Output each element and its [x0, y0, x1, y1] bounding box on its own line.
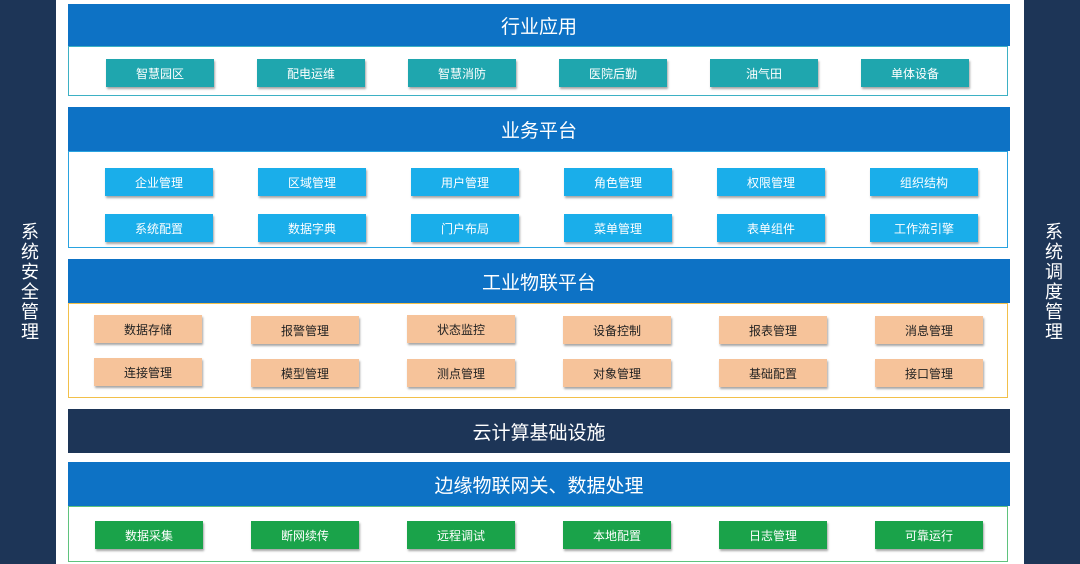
- edge-title: 边缘物联网关、数据处理: [434, 474, 644, 497]
- iot-item: 测点管理: [407, 359, 515, 387]
- security-management-label: 系统安全管理: [18, 222, 39, 342]
- iot-item: 接口管理: [875, 359, 983, 387]
- iot-title: 工业物联平台: [481, 271, 596, 294]
- industry-item: 配电运维: [257, 59, 365, 87]
- iot-panel: 数据存储 报警管理 状态监控 设备控制 报表管理 消息管理 连接管理 模型管理 …: [68, 303, 1008, 398]
- industry-item: 油气田: [710, 59, 818, 87]
- iot-item: 设备控制: [563, 316, 671, 344]
- business-item: 用户管理: [411, 168, 519, 196]
- iot-item: 连接管理: [94, 358, 202, 386]
- industry-panel: 智慧园区 配电运维 智慧消防 医院后勤 油气田 单体设备: [68, 46, 1008, 96]
- iot-item: 基础配置: [719, 359, 827, 387]
- edge-item: 数据采集: [95, 521, 203, 549]
- business-item: 门户布局: [411, 214, 519, 242]
- industry-header: 行业应用: [68, 4, 1010, 46]
- edge-item: 可靠运行: [875, 521, 983, 549]
- business-item: 区域管理: [258, 168, 366, 196]
- industry-item: 单体设备: [861, 59, 969, 87]
- industry-title: 行业应用: [500, 15, 577, 38]
- edge-item: 日志管理: [719, 521, 827, 549]
- business-item: 组织结构: [870, 168, 978, 196]
- edge-item: 远程调试: [407, 521, 515, 549]
- scheduling-management-bar: 系统调度管理: [1024, 0, 1080, 564]
- business-item: 菜单管理: [564, 214, 672, 242]
- edge-item: 本地配置: [563, 521, 671, 549]
- business-item: 企业管理: [105, 168, 213, 196]
- business-item: 角色管理: [564, 168, 672, 196]
- business-item: 权限管理: [717, 168, 825, 196]
- business-item: 数据字典: [258, 214, 366, 242]
- iot-item: 消息管理: [875, 316, 983, 344]
- scheduling-management-label: 系统调度管理: [1042, 222, 1063, 342]
- iot-item: 报表管理: [719, 316, 827, 344]
- business-panel: 企业管理 区域管理 用户管理 角色管理 权限管理 组织结构 系统配置 数据字典 …: [68, 151, 1008, 248]
- cloud-title: 云计算基础设施: [472, 421, 606, 444]
- business-item: 工作流引擎: [870, 214, 978, 242]
- industry-item: 医院后勤: [559, 59, 667, 87]
- edge-panel: 数据采集 断网续传 远程调试 本地配置 日志管理 可靠运行: [68, 506, 1008, 562]
- security-management-bar: 系统安全管理: [0, 0, 56, 564]
- cloud-header: 云计算基础设施: [68, 409, 1010, 453]
- business-item: 系统配置: [105, 214, 213, 242]
- iot-header: 工业物联平台: [68, 259, 1010, 303]
- iot-item: 报警管理: [251, 316, 359, 344]
- edge-header: 边缘物联网关、数据处理: [68, 462, 1010, 506]
- iot-item: 状态监控: [407, 315, 515, 343]
- iot-item: 模型管理: [251, 359, 359, 387]
- edge-item: 断网续传: [251, 521, 359, 549]
- business-header: 业务平台: [68, 107, 1010, 151]
- industry-item: 智慧消防: [408, 59, 516, 87]
- iot-item: 数据存储: [94, 315, 202, 343]
- iot-item: 对象管理: [563, 359, 671, 387]
- business-item: 表单组件: [717, 214, 825, 242]
- industry-item: 智慧园区: [106, 59, 214, 87]
- business-title: 业务平台: [500, 119, 577, 142]
